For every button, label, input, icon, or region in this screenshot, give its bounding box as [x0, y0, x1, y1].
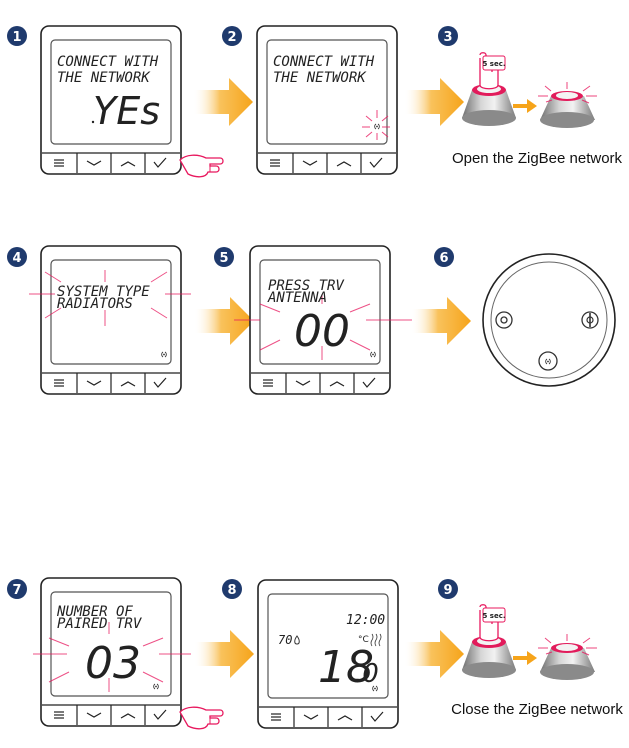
lcd-line: SYSTEM TYPE	[57, 284, 150, 300]
press-button-hand-icon: 5 sec.	[479, 52, 506, 90]
step-number-badge	[438, 26, 458, 46]
step-number-badge	[214, 247, 234, 267]
step-number: 2	[227, 30, 236, 45]
lcd-line: PAIRED TRV	[57, 616, 143, 632]
thermostat-device: SYSTEM TYPE RADIATORS	[29, 245, 191, 395]
lcd-line: PRESS TRV	[268, 278, 345, 294]
step-number-badge	[222, 26, 242, 46]
lcd-line: ANTENNA	[267, 290, 327, 306]
lcd-line: THE NETWORK	[57, 70, 151, 86]
step-caption: Open the ZigBee network	[452, 150, 623, 167]
step-number-badge	[222, 579, 242, 599]
step-number: 5	[219, 251, 228, 266]
lcd-line: NUMBER OF	[56, 604, 133, 620]
temperature-unit: °C	[358, 635, 369, 645]
humidity-drop-icon	[294, 635, 300, 645]
step-5: 5 PRESS TRV ANTENNA 00	[214, 245, 412, 395]
step-number-badge	[434, 247, 454, 267]
next-step-arrow-icon	[404, 630, 464, 678]
step-3: 3 5 sec. Open the ZigBee network	[438, 26, 623, 167]
step-2: 2 CONNECT WITH THE NETWORK	[222, 25, 398, 175]
next-step-arrow-icon	[193, 78, 253, 126]
trv-head-device	[482, 253, 616, 387]
heating-waves-icon	[370, 633, 382, 647]
pointing-hand-icon	[179, 706, 224, 730]
hold-duration-label: 5 sec.	[482, 60, 505, 68]
step-number: 1	[12, 30, 21, 45]
step-number-badge	[7, 26, 27, 46]
lcd-line: RADIATORS	[57, 296, 133, 312]
thermostat-device: 12:00 70 °C 18 .0	[257, 579, 399, 729]
step-caption: Close the ZigBee network	[451, 701, 623, 718]
thermostat-device: CONNECT WITH THE NETWORK	[256, 25, 398, 175]
clock-time: 12:00	[346, 613, 385, 628]
hold-duration-label: 5 sec.	[482, 612, 505, 620]
thermostat-device: PRESS TRV ANTENNA 00	[234, 245, 412, 395]
zigbee-gateway-pressed	[462, 636, 516, 678]
temperature-integer: 18	[318, 642, 374, 693]
lcd-line: CONNECT WITH	[273, 54, 375, 70]
thermostat-device: CONNECT WITH THE NETWORK YEs	[40, 25, 182, 175]
step-number: 9	[443, 583, 452, 598]
next-step-arrow-icon	[411, 297, 471, 345]
next-step-arrow-icon	[194, 630, 254, 678]
next-step-arrow-icon	[404, 78, 464, 126]
thermostat-device: NUMBER OF PAIRED TRV 03	[33, 577, 191, 727]
step-7: 7 NUMBER OF PAIRED TRV 03	[7, 577, 224, 730]
humidity-value: 70	[278, 633, 292, 647]
small-arrow-icon	[513, 99, 537, 113]
zigbee-gateway-pressed	[462, 84, 516, 126]
step-8: 8 12:00 70 °C 18 .0	[222, 579, 399, 729]
step-number: 8	[227, 583, 236, 598]
temperature-decimal: .0	[354, 659, 379, 689]
step-number-badge	[7, 579, 27, 599]
small-arrow-icon	[513, 651, 537, 665]
step-number: 4	[12, 251, 21, 266]
step-6: 6	[434, 247, 616, 387]
zigbee-gateway-blinking	[538, 634, 597, 680]
lcd-big-value: YEs	[93, 89, 160, 133]
next-step-arrow-icon	[194, 297, 254, 345]
zigbee-gateway-blinking	[538, 82, 597, 128]
step-number-badge	[438, 579, 458, 599]
lcd-big-value: 03	[85, 638, 141, 689]
press-button-hand-icon: 5 sec.	[479, 604, 506, 642]
blinking-antenna-icon	[362, 110, 390, 140]
step-number: 7	[12, 583, 21, 598]
step-number: 3	[443, 30, 452, 45]
lcd-big-value: 00	[294, 306, 350, 357]
step-1: 1 CONNECT WITH THE NETWORK YEs	[7, 25, 224, 178]
pointing-hand-icon	[179, 154, 224, 178]
step-number: 6	[439, 251, 448, 266]
lcd-line: THE NETWORK	[273, 70, 367, 86]
step-4: 4 SYSTEM TYPE RADIATORS	[7, 245, 191, 395]
step-9: 9 5 sec. Close the ZigBee network	[438, 579, 623, 718]
lcd-line: CONNECT WITH	[57, 54, 159, 70]
step-number-badge	[7, 247, 27, 267]
